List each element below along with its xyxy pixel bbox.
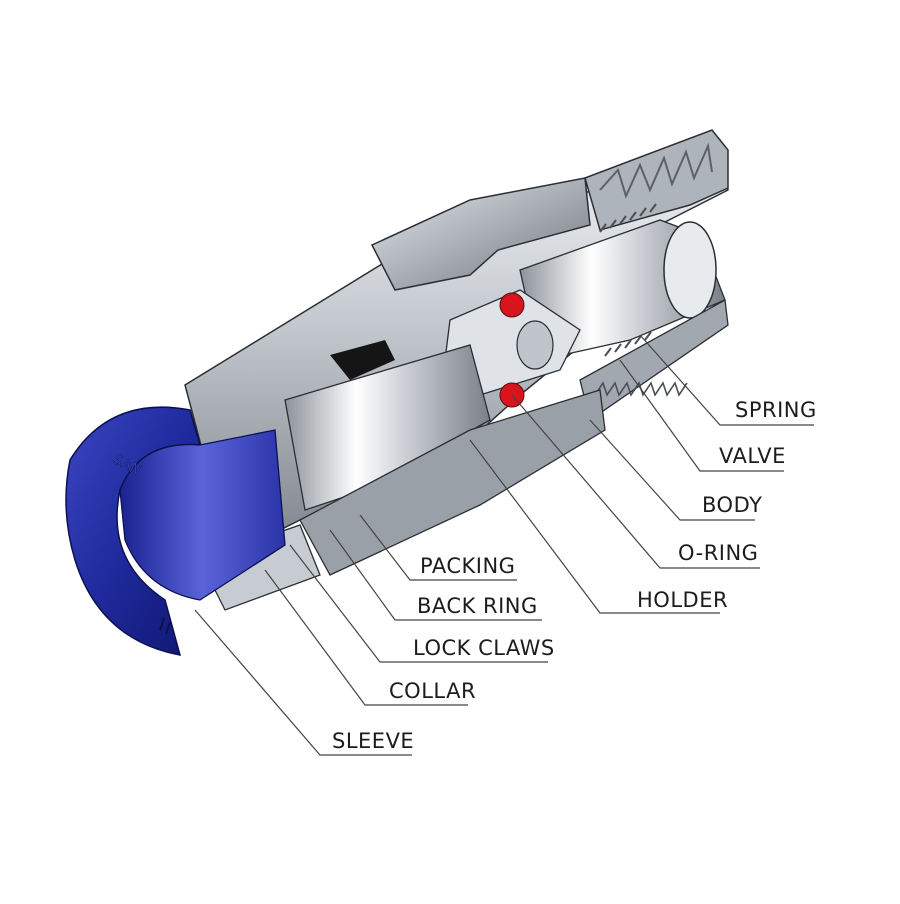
label-valve: VALVE [719, 444, 786, 468]
body-hex [370, 177, 591, 291]
leader-back-ring [329, 529, 542, 621]
thread-end-top [584, 129, 729, 231]
sleeve-outer [65, 406, 202, 656]
packing-ring [330, 340, 395, 380]
label-o-ring: O-RING [678, 541, 759, 565]
sleeve-inner [119, 429, 286, 601]
spring-coils [599, 203, 657, 357]
leader-sleeve [194, 609, 412, 756]
leader-packing [359, 514, 517, 581]
label-packing: PACKING [420, 554, 516, 578]
leader-holder [469, 439, 720, 614]
label-collar: COLLAR [389, 679, 477, 703]
leader-lock-claws [289, 544, 548, 663]
leader-o-ring [511, 394, 760, 569]
label-spring: SPRING [735, 398, 817, 422]
label-back-ring: BACK RING [417, 594, 538, 618]
leader-collar [264, 569, 468, 706]
body-lower-wall [299, 389, 606, 576]
label-lock-claws: LOCK CLAWS [413, 636, 555, 660]
o-ring-upper [499, 292, 525, 318]
label-body: BODY [702, 493, 763, 517]
leader-lines [194, 334, 814, 756]
leader-valve [619, 359, 784, 472]
leader-body [589, 419, 755, 521]
label-sleeve: SLEEVE [332, 729, 415, 753]
leader-spring [639, 334, 814, 426]
label-holder: HOLDER [637, 588, 729, 612]
